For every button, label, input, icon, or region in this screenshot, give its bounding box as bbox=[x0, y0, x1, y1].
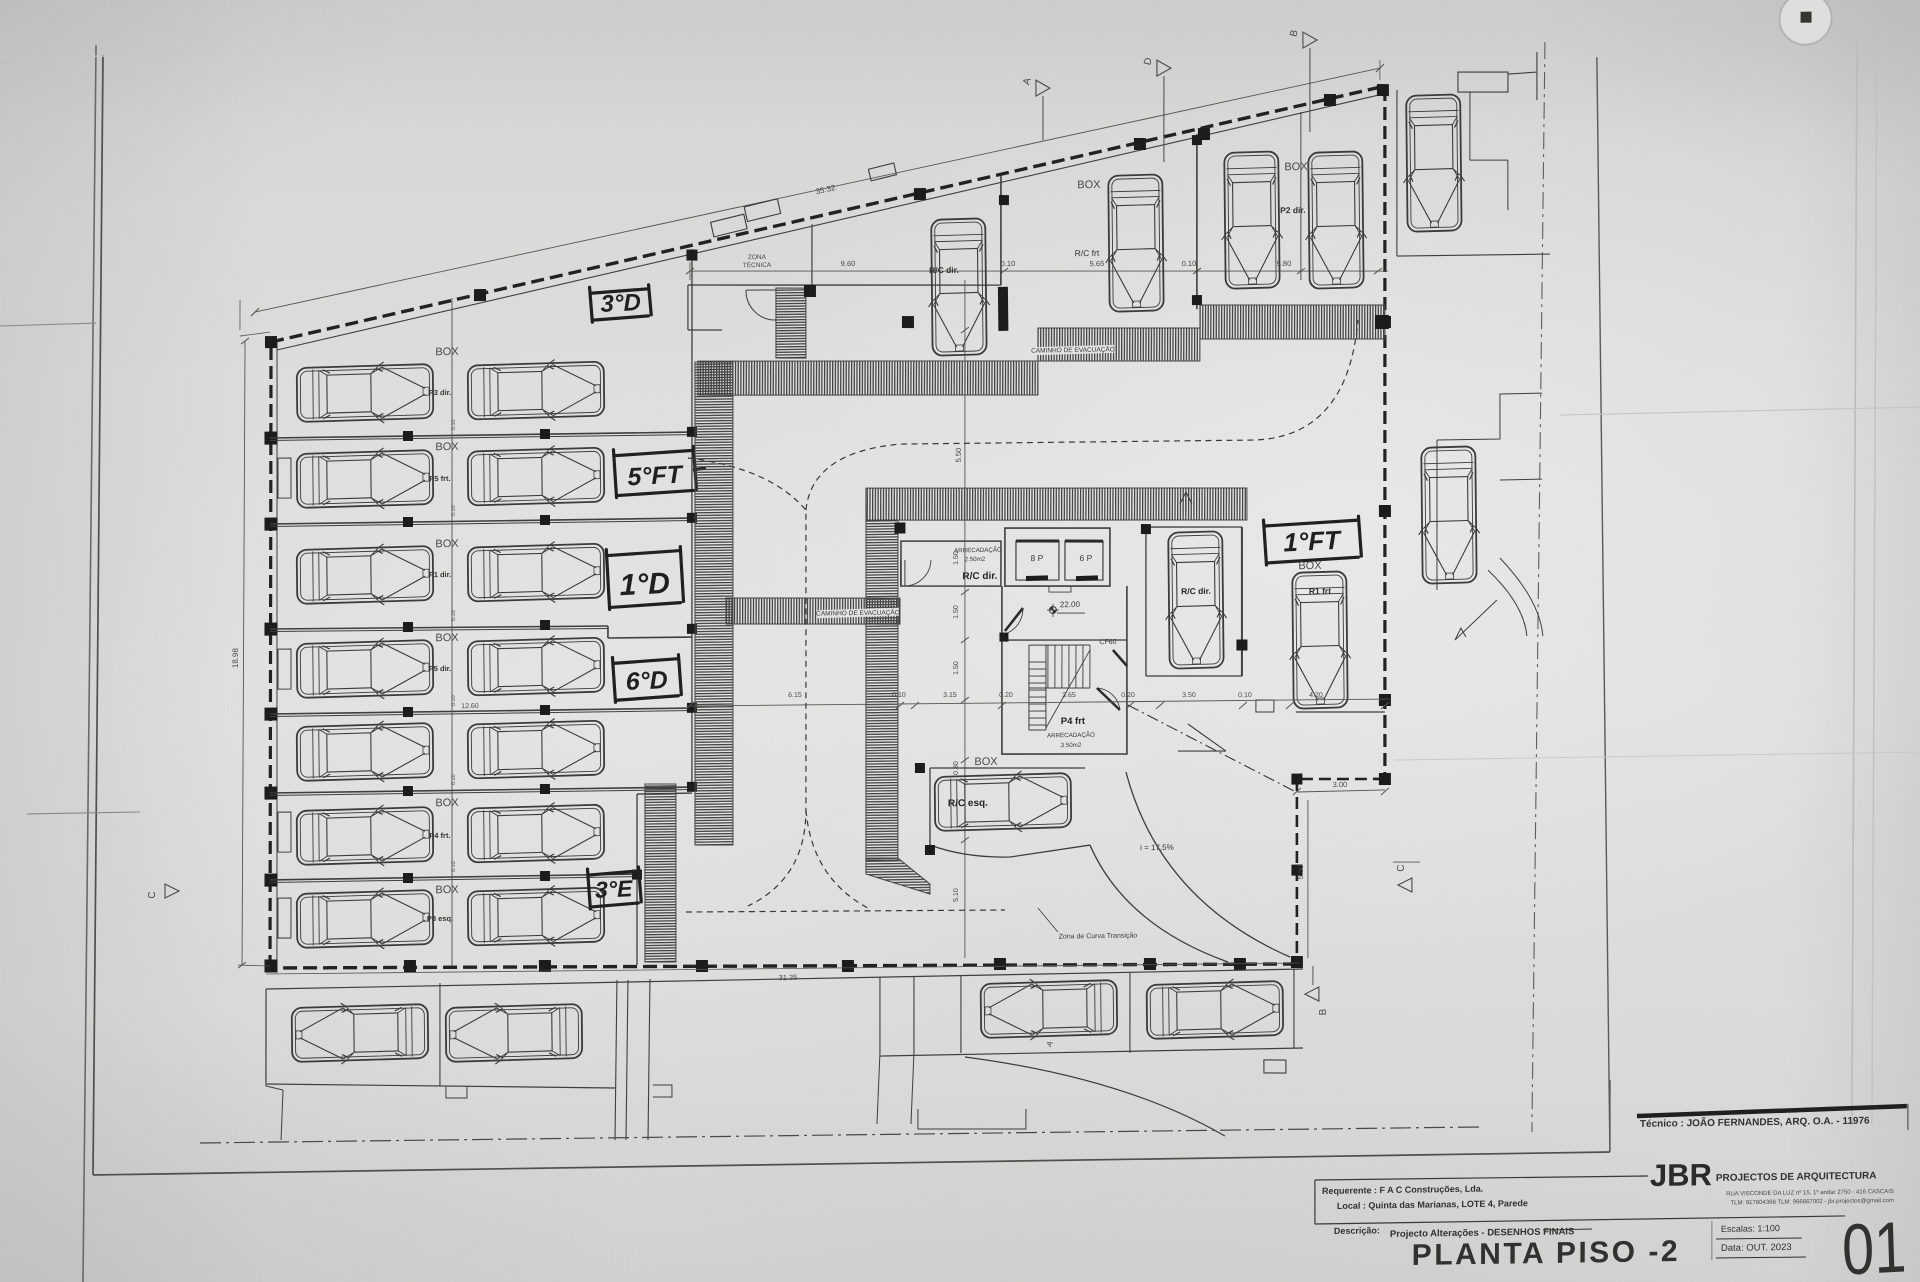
svg-text:P4 frt: P4 frt bbox=[1061, 716, 1086, 727]
svg-text:3.50: 3.50 bbox=[1182, 692, 1196, 699]
svg-text:5.80: 5.80 bbox=[1277, 259, 1292, 268]
svg-text:P1 dir.: P1 dir. bbox=[429, 570, 452, 579]
svg-text:3.15: 3.15 bbox=[943, 692, 957, 699]
svg-text:1.50: 1.50 bbox=[953, 551, 960, 565]
svg-text:CF60: CF60 bbox=[1099, 639, 1116, 646]
svg-text:Zona de Curva Transição: Zona de Curva Transição bbox=[1059, 932, 1138, 940]
svg-text:0.10: 0.10 bbox=[1238, 692, 1252, 699]
svg-text:1°FT: 1°FT bbox=[1283, 525, 1343, 558]
svg-text:4.20: 4.20 bbox=[1309, 692, 1323, 699]
svg-text:C: C bbox=[147, 891, 158, 898]
svg-text:Requerente : F A C Construçõe: Requerente : F A C Construções, Lda. bbox=[1322, 1184, 1483, 1196]
svg-text:5.65: 5.65 bbox=[1090, 259, 1105, 268]
svg-text:BOX: BOX bbox=[435, 538, 459, 550]
svg-text:0.10: 0.10 bbox=[451, 505, 457, 516]
svg-text:BOX: BOX bbox=[435, 346, 459, 358]
svg-text:P5 dir.: P5 dir. bbox=[429, 664, 452, 673]
svg-text:18.98: 18.98 bbox=[231, 647, 240, 668]
svg-text:3.65: 3.65 bbox=[1062, 692, 1076, 699]
svg-text:PROJECTOS DE ARQUITECTURA: PROJECTOS DE ARQUITECTURA bbox=[1716, 1171, 1877, 1184]
svg-text:A: A bbox=[1045, 1039, 1056, 1049]
svg-text:6 P: 6 P bbox=[1080, 553, 1093, 563]
svg-text:5°FT: 5°FT bbox=[627, 461, 685, 492]
svg-text:TÉCNICA: TÉCNICA bbox=[743, 260, 772, 269]
svg-text:PLANTA PISO -2: PLANTA PISO -2 bbox=[1412, 1235, 1680, 1272]
svg-text:0.10: 0.10 bbox=[451, 861, 457, 872]
svg-text:6°D: 6°D bbox=[625, 666, 668, 696]
svg-text:ARRECADAÇÃO: ARRECADAÇÃO bbox=[1047, 732, 1095, 740]
svg-text:5.50: 5.50 bbox=[1296, 865, 1305, 880]
svg-text:A: A bbox=[1021, 77, 1033, 86]
svg-text:Escalas: 1:100: Escalas: 1:100 bbox=[1721, 1223, 1780, 1234]
svg-text:35.32: 35.32 bbox=[815, 183, 837, 196]
svg-text:0.10: 0.10 bbox=[451, 610, 457, 621]
svg-text:3°D: 3°D bbox=[600, 289, 641, 318]
svg-text:B: B bbox=[1288, 29, 1300, 38]
svg-text:P8 esq.: P8 esq. bbox=[427, 914, 453, 923]
svg-text:P5 frt.: P5 frt. bbox=[429, 474, 450, 483]
svg-text:31.35: 31.35 bbox=[779, 973, 798, 982]
svg-text:B: B bbox=[1318, 1008, 1329, 1015]
svg-text:Data: OUT. 2023: Data: OUT. 2023 bbox=[1721, 1242, 1792, 1254]
svg-text:RUA VISCONDE DA LUZ nº 15, 1º: RUA VISCONDE DA LUZ nº 15, 1º andar 2750… bbox=[1726, 1188, 1894, 1197]
svg-text:R/C dir.: R/C dir. bbox=[962, 571, 997, 583]
svg-text:2.50m2: 2.50m2 bbox=[965, 556, 986, 563]
svg-text:0.20: 0.20 bbox=[1121, 692, 1135, 699]
svg-text:CAMINHO DE EVACUAÇÃO: CAMINHO DE EVACUAÇÃO bbox=[1031, 344, 1115, 354]
svg-text:BOX: BOX bbox=[1077, 179, 1101, 191]
svg-text:Local : Quinta das Marianas, L: Local : Quinta das Marianas, LOTE 4, Par… bbox=[1337, 1198, 1528, 1211]
svg-text:Descrição:: Descrição: bbox=[1334, 1225, 1380, 1236]
svg-text:P3 dir.: P3 dir. bbox=[429, 388, 452, 397]
svg-text:R/C dir.: R/C dir. bbox=[1181, 586, 1211, 596]
svg-text:ARRECADAÇÃO: ARRECADAÇÃO bbox=[954, 547, 1002, 555]
svg-text:8 P: 8 P bbox=[1031, 553, 1044, 563]
svg-text:P4 frt.: P4 frt. bbox=[429, 831, 450, 840]
svg-text:C: C bbox=[1396, 864, 1407, 871]
svg-text:1°D: 1°D bbox=[619, 567, 670, 602]
svg-text:D: D bbox=[1142, 57, 1155, 67]
svg-text:Técnico : JOÃO FERNANDES, ARQ.: Técnico : JOÃO FERNANDES, ARQ. O.A. - 11… bbox=[1640, 1114, 1870, 1130]
svg-text:0.10: 0.10 bbox=[451, 419, 457, 430]
svg-text:R/C esq.: R/C esq. bbox=[948, 798, 988, 810]
svg-text:CAMINHO DE EVACUAÇÃO: CAMINHO DE EVACUAÇÃO bbox=[816, 607, 900, 617]
svg-text:1.50: 1.50 bbox=[953, 605, 960, 619]
svg-text:0.10: 0.10 bbox=[1182, 259, 1197, 268]
svg-text:1.50: 1.50 bbox=[953, 661, 960, 675]
svg-text:9.60: 9.60 bbox=[841, 259, 856, 268]
svg-text:3.00: 3.00 bbox=[1333, 780, 1348, 789]
svg-text:P2 dir.: P2 dir. bbox=[1280, 205, 1306, 215]
svg-text:BOX: BOX bbox=[435, 441, 459, 453]
svg-text:ZONA: ZONA bbox=[748, 254, 767, 261]
svg-text:3.50m2: 3.50m2 bbox=[1061, 742, 1082, 749]
svg-text:R1 frt: R1 frt bbox=[1309, 586, 1331, 596]
svg-text:01: 01 bbox=[1841, 1207, 1907, 1282]
svg-text:BOX: BOX bbox=[435, 632, 459, 644]
svg-text:0.10: 0.10 bbox=[1001, 259, 1016, 268]
svg-text:BOX: BOX bbox=[435, 884, 459, 896]
svg-text:0.10: 0.10 bbox=[451, 774, 457, 785]
svg-text:5.50: 5.50 bbox=[954, 448, 963, 463]
svg-text:0.20: 0.20 bbox=[999, 692, 1013, 699]
svg-text:12.60: 12.60 bbox=[461, 703, 479, 710]
svg-text:R/C dir.: R/C dir. bbox=[929, 265, 959, 275]
svg-text:BOX: BOX bbox=[435, 797, 459, 809]
svg-text:0.10: 0.10 bbox=[451, 695, 457, 706]
svg-text:R/C frt: R/C frt bbox=[1075, 248, 1100, 258]
svg-text:TLM: 917604368 TLM: 966667002: TLM: 917604368 TLM: 966667002 - jbr.proj… bbox=[1730, 1198, 1893, 1206]
svg-text:i = 17,5%: i = 17,5% bbox=[1140, 843, 1174, 852]
svg-text:Projecto Alterações - DESENHOS: Projecto Alterações - DESENHOS FINAIS bbox=[1390, 1226, 1574, 1240]
svg-text:JBR: JBR bbox=[1650, 1157, 1712, 1193]
svg-text:0.10: 0.10 bbox=[892, 692, 906, 699]
svg-text:22.00: 22.00 bbox=[1060, 600, 1081, 609]
svg-text:6.15: 6.15 bbox=[788, 692, 802, 699]
svg-text:BOX: BOX bbox=[1284, 161, 1308, 173]
svg-text:BOX: BOX bbox=[1298, 560, 1322, 572]
svg-text:5.10: 5.10 bbox=[953, 888, 960, 902]
svg-text:3°E: 3°E bbox=[595, 875, 634, 903]
svg-text:BOX: BOX bbox=[974, 756, 998, 768]
